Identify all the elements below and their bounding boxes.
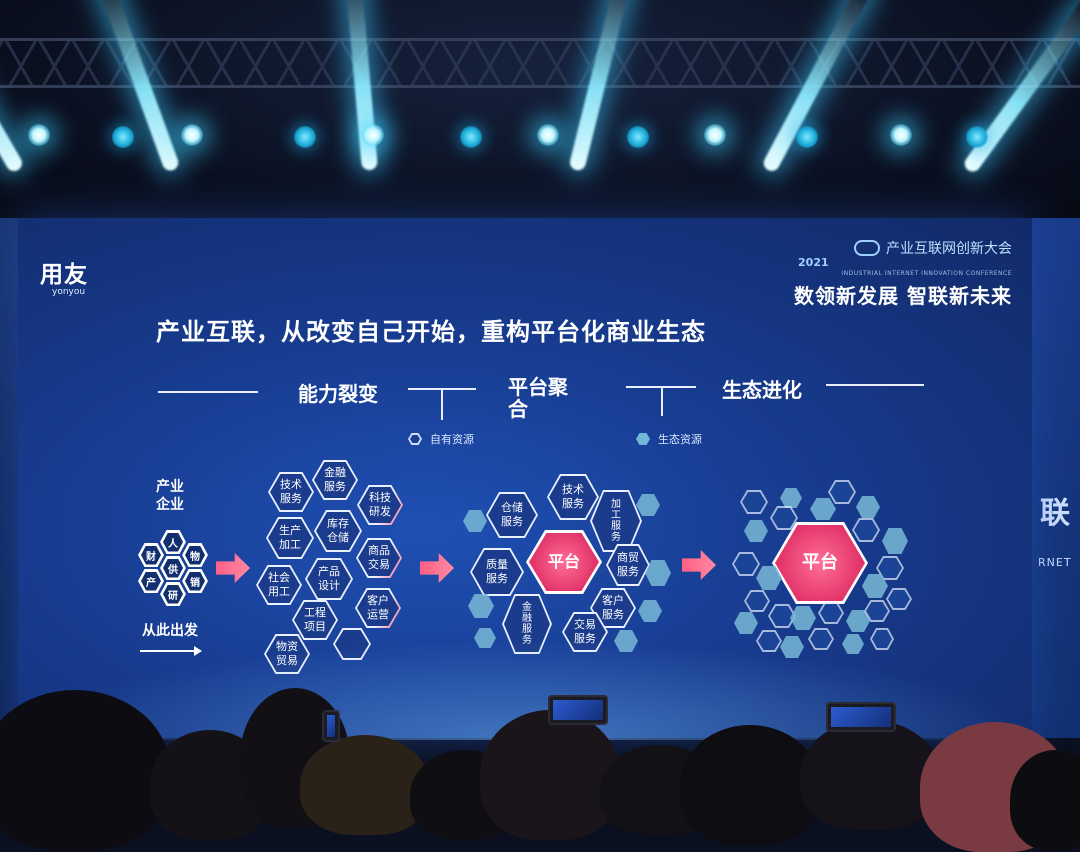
ecosystem-hex xyxy=(828,480,856,504)
ecosystem-hex xyxy=(756,630,782,652)
ecosystem-hex xyxy=(818,602,844,624)
logo-en: yonyou xyxy=(52,287,86,297)
ecosystem-hex xyxy=(744,590,770,612)
capability-hex: 工程 项目 xyxy=(292,600,338,640)
legend-own-label: 自有资源 xyxy=(430,433,474,446)
ecosystem-hex xyxy=(780,636,804,658)
spotlight xyxy=(112,126,134,148)
hexagon-icon xyxy=(408,433,422,445)
ecosystem-hex xyxy=(734,612,758,634)
divider-line xyxy=(826,384,924,386)
ecosystem-hex xyxy=(856,496,880,518)
eco-resource-hex xyxy=(636,494,660,516)
spotlight xyxy=(796,126,818,148)
spotlight xyxy=(181,124,203,146)
capability-hex: 物资 贸易 xyxy=(264,634,310,674)
capability-hex: 库存 仓储 xyxy=(314,510,362,552)
capability-hex: 生产 加工 xyxy=(266,517,314,559)
ecosystem-core-hex: 平台 xyxy=(772,522,868,604)
phone xyxy=(548,695,608,725)
enterprise-label: 产业 企业 xyxy=(156,479,184,514)
platform-core-hex: 平台 xyxy=(526,530,602,594)
eco-resource-hex xyxy=(638,600,662,622)
audience-head xyxy=(0,690,170,850)
legend-own: 自有资源 xyxy=(408,431,474,447)
ecosystem-hex xyxy=(808,628,834,650)
eco-resource-hex xyxy=(614,630,638,652)
start-arrow xyxy=(140,646,202,656)
conference-banner: 产业互联网创新大会 2021 INDUSTRIAL INTERNET INNOV… xyxy=(794,238,1012,309)
side-screen-text-en: RNET xyxy=(1038,556,1072,569)
capability-hex: 商品 交易 xyxy=(356,538,402,578)
eco-resource-hex xyxy=(463,510,487,532)
conference-slogan: 数领新发展 智联新未来 xyxy=(794,284,1012,308)
audience-head xyxy=(480,710,620,840)
phone xyxy=(322,710,340,742)
spotlight xyxy=(294,126,316,148)
hexagon-icon xyxy=(636,433,650,445)
ecosystem-hex xyxy=(770,506,798,530)
conference-name-en: INDUSTRIAL INTERNET INNOVATION CONFERENC… xyxy=(841,270,1012,277)
ecosystem-hex xyxy=(842,634,864,654)
spotlight xyxy=(28,124,50,146)
infinity-icon xyxy=(854,240,880,256)
capability-hex: 社会 用工 xyxy=(256,565,302,605)
lighting-truss xyxy=(0,38,1080,88)
ecosystem-hex xyxy=(876,556,904,580)
start-label: 从此出发 xyxy=(142,623,198,639)
platform-service-hex: 交易 服务 xyxy=(562,612,608,652)
ecosystem-hex xyxy=(846,610,870,632)
divider-line xyxy=(661,386,663,416)
ecosystem-hex xyxy=(870,628,894,650)
yonyou-logo: 用友 yonyou xyxy=(40,255,88,297)
side-screen-text: 联 xyxy=(1040,496,1070,531)
spotlight xyxy=(537,124,559,146)
divider-line xyxy=(158,391,258,393)
ecosystem-hex xyxy=(886,588,912,610)
ecosystem-hex xyxy=(852,518,880,542)
divider-line xyxy=(441,388,443,420)
conference-name: 产业互联网创新大会 xyxy=(886,241,1012,257)
stage-capability: 能力裂变 xyxy=(298,382,378,406)
ecosystem-hex xyxy=(780,488,802,508)
audience-head xyxy=(680,725,820,845)
eco-resource-hex xyxy=(474,628,496,648)
legend-eco: 生态资源 xyxy=(636,431,702,447)
ecosystem-hex xyxy=(744,520,768,542)
spotlight xyxy=(966,126,988,148)
ecosystem-hex xyxy=(864,600,890,622)
platform-service-hex: 质量 服务 xyxy=(470,548,524,596)
stage-platform: 平台聚 合 xyxy=(508,375,568,421)
ecosystem-hex xyxy=(810,498,836,520)
capability-hex: 客户 运营 xyxy=(355,588,401,628)
capability-hex: 产品 设计 xyxy=(305,558,353,600)
ecosystem-hex xyxy=(740,490,768,514)
platform-service-hex: 客户 服务 xyxy=(590,588,636,628)
side-screen: 联 RNET xyxy=(1032,218,1080,738)
audience xyxy=(0,688,1080,852)
stage-ceiling xyxy=(0,0,1080,225)
spotlight xyxy=(460,126,482,148)
platform-service-hex: 技术 服务 xyxy=(547,474,599,520)
ecosystem-hex xyxy=(732,552,760,576)
spotlight xyxy=(890,124,912,146)
spotlight xyxy=(704,124,726,146)
spotlight xyxy=(362,124,384,146)
audience-head xyxy=(800,720,940,830)
platform-service-hex: 加 工 服 务 xyxy=(590,490,642,552)
spotlight xyxy=(627,126,649,148)
slide-title: 产业互联，从改变自己开始，重构平台化商业生态 xyxy=(156,318,706,346)
phone xyxy=(826,702,896,732)
legend-eco-label: 生态资源 xyxy=(658,433,702,446)
conference-year: 2021 xyxy=(798,256,829,269)
eco-resource-hex xyxy=(468,594,494,618)
left-screen-edge xyxy=(0,218,18,738)
logo-cn: 用友 xyxy=(40,262,88,288)
stage-ecosystem: 生态进化 xyxy=(722,378,802,402)
